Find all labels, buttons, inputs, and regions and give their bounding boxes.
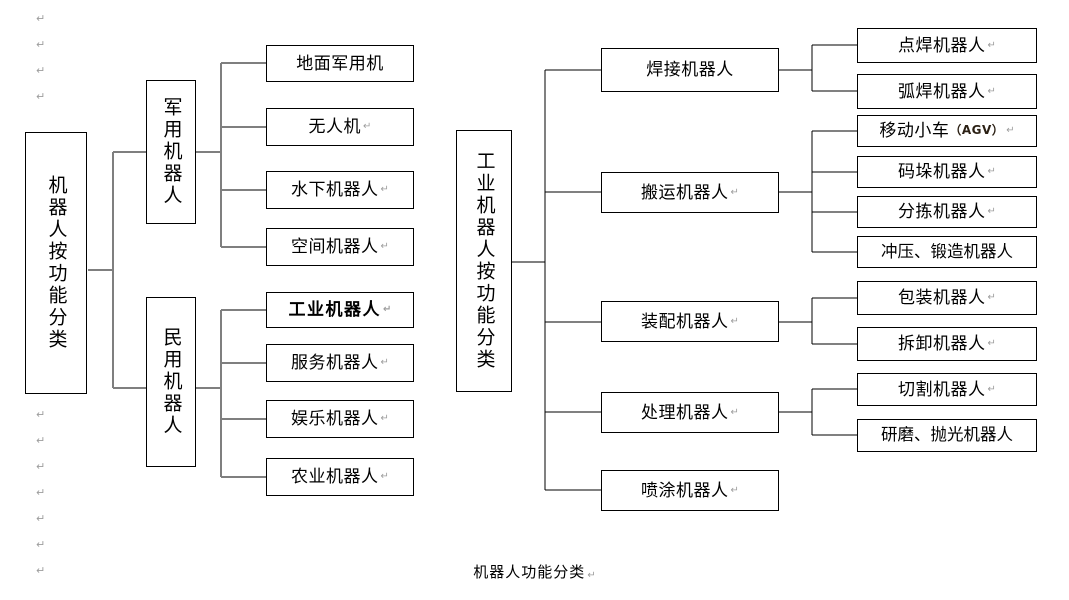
paragraph-mark: ↵ [1006, 125, 1015, 137]
node-underwater-robot[interactable]: 水下机器人↵ [266, 171, 414, 209]
paragraph-mark: ↵ [380, 241, 389, 253]
node-label: 空间机器人 [291, 237, 379, 257]
paragraph-mark: ↵ [987, 85, 996, 97]
paragraph-mark: ↵ [730, 484, 739, 496]
node-sorting-robot[interactable]: 分拣机器人↵ [857, 196, 1037, 228]
paragraph-mark: ↵ [36, 38, 46, 51]
node-robot-by-function-root[interactable]: 机器人按功能分类 [25, 132, 87, 394]
paragraph-mark: ↵ [987, 166, 996, 178]
paragraph-mark: ↵ [380, 184, 389, 196]
node-label: 工业机器人 [288, 300, 382, 320]
figure-caption: 机器人功能分类↵ [0, 561, 1069, 582]
node-label: 装配机器人 [641, 311, 729, 331]
paragraph-mark: ↵ [36, 486, 46, 499]
paragraph-mark: ↵ [363, 121, 372, 133]
paragraph-mark: ↵ [730, 406, 739, 418]
node-unmanned-aerial-vehicle[interactable]: 无人机↵ [266, 108, 414, 146]
paragraph-mark: ↵ [36, 564, 46, 577]
node-grinding-polishing-robot[interactable]: 研磨、抛光机器人 [857, 419, 1037, 452]
node-stamping-forging-robot[interactable]: 冲压、锻造机器人 [857, 236, 1037, 268]
node-label: 无人机 [308, 117, 362, 137]
node-label: 水下机器人 [291, 180, 379, 200]
node-label: 焊接机器人 [646, 60, 734, 80]
node-space-robot[interactable]: 空间机器人↵ [266, 228, 414, 266]
node-agv-mobile-cart[interactable]: 移动小车（AGV）↵ [857, 115, 1037, 147]
node-label: 地面军用机 [296, 53, 384, 73]
node-label: 服务机器人 [291, 353, 379, 373]
node-label: 包装机器人 [898, 288, 986, 308]
node-arc-welding-robot[interactable]: 弧焊机器人↵ [857, 74, 1037, 109]
node-label: 处理机器人 [641, 402, 729, 422]
node-welding-robot[interactable]: 焊接机器人 [601, 48, 779, 92]
node-assembly-robot[interactable]: 装配机器人↵ [601, 301, 779, 342]
caption-text: 机器人功能分类 [473, 565, 586, 581]
paragraph-mark: ↵ [36, 64, 46, 77]
paragraph-mark: ↵ [587, 570, 596, 581]
paragraph-mark: ↵ [987, 206, 996, 218]
node-label: 娱乐机器人 [291, 409, 379, 429]
node-label: 搬运机器人 [641, 182, 729, 202]
node-painting-robot[interactable]: 喷涂机器人↵ [601, 470, 779, 511]
node-label-suffix: （AGV） [949, 123, 1005, 138]
paragraph-mark: ↵ [987, 383, 996, 395]
node-military-robot[interactable]: 军用机器人 [146, 80, 196, 224]
node-handling-robot[interactable]: 搬运机器人↵ [601, 172, 779, 213]
paragraph-mark: ↵ [987, 338, 996, 350]
node-civilian-robot[interactable]: 民用机器人 [146, 297, 196, 467]
node-label: 弧焊机器人 [898, 81, 986, 101]
paragraph-mark: ↵ [383, 304, 392, 316]
node-ground-military-machine[interactable]: 地面军用机 [266, 45, 414, 82]
paragraph-mark: ↵ [36, 434, 46, 447]
node-label: 机器人按功能分类 [45, 175, 67, 351]
node-industrial-robot[interactable]: 工业机器人↵ [266, 292, 414, 328]
paragraph-mark: ↵ [380, 357, 389, 369]
node-label: 拆卸机器人 [898, 334, 986, 354]
node-processing-robot[interactable]: 处理机器人↵ [601, 392, 779, 433]
node-label: 移动小车 [879, 121, 950, 141]
node-label: 军用机器人 [160, 97, 182, 207]
node-cutting-robot[interactable]: 切割机器人↵ [857, 373, 1037, 406]
node-label: 农业机器人 [291, 467, 379, 487]
node-agriculture-robot[interactable]: 农业机器人↵ [266, 458, 414, 496]
paragraph-mark: ↵ [36, 90, 46, 103]
paragraph-mark: ↵ [380, 471, 389, 483]
paragraph-mark: ↵ [36, 12, 46, 25]
paragraph-mark: ↵ [36, 408, 46, 421]
node-industrial-robot-by-function-root[interactable]: 工业机器人按功能分类 [456, 130, 512, 392]
node-label: 码垛机器人 [898, 162, 986, 182]
node-label: 切割机器人 [898, 379, 986, 399]
paragraph-mark: ↵ [987, 292, 996, 304]
node-label: 研磨、抛光机器人 [881, 425, 1013, 445]
paragraph-mark: ↵ [36, 512, 46, 525]
paragraph-mark: ↵ [730, 186, 739, 198]
paragraph-mark: ↵ [730, 315, 739, 327]
node-spot-welding-robot[interactable]: 点焊机器人↵ [857, 28, 1037, 63]
node-label: 点焊机器人 [898, 35, 986, 55]
paragraph-mark: ↵ [36, 460, 46, 473]
node-entertainment-robot[interactable]: 娱乐机器人↵ [266, 400, 414, 438]
paragraph-mark: ↵ [36, 538, 46, 551]
node-disassembly-robot[interactable]: 拆卸机器人↵ [857, 327, 1037, 361]
node-packaging-robot[interactable]: 包装机器人↵ [857, 281, 1037, 315]
node-label: 工业机器人按功能分类 [473, 151, 495, 371]
node-label: 喷涂机器人 [641, 480, 729, 500]
paragraph-mark: ↵ [987, 39, 996, 51]
paragraph-mark: ↵ [380, 413, 389, 425]
node-label: 冲压、锻造机器人 [881, 241, 1013, 261]
node-label: 民用机器人 [160, 327, 182, 437]
node-service-robot[interactable]: 服务机器人↵ [266, 344, 414, 382]
node-label: 分拣机器人 [898, 202, 986, 222]
node-palletizing-robot[interactable]: 码垛机器人↵ [857, 156, 1037, 188]
